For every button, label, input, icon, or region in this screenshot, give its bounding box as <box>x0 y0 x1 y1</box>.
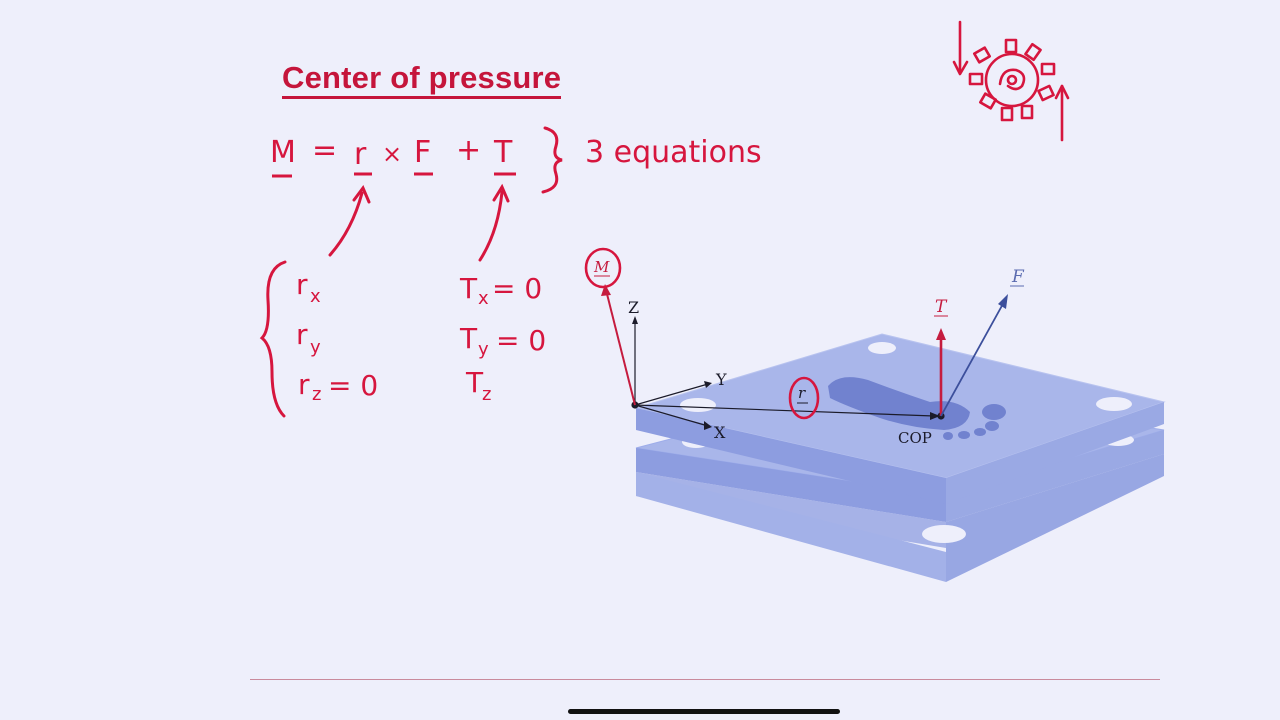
page-title: Center of pressure <box>282 60 562 99</box>
rx-label: r <box>296 268 308 301</box>
rx-sub: x <box>310 286 321 307</box>
eq-cross: × <box>382 140 402 168</box>
lower-plate-front <box>636 448 946 522</box>
moment-equation: M = r × F + T 3 equations <box>270 126 762 194</box>
t-components: T x = 0 T y = 0 T z <box>459 272 546 405</box>
rz-value: = 0 <box>328 369 378 402</box>
ry-sub: y <box>310 337 321 358</box>
axis-label-z: Z <box>628 298 639 317</box>
moment-label: M <box>593 258 610 276</box>
ry-label: r <box>296 318 308 351</box>
eq-r: r <box>354 137 367 172</box>
axis-label-y: Y <box>715 370 727 389</box>
sun-doodle-icon <box>952 20 1070 142</box>
eq-equals: = <box>312 133 337 168</box>
eq-T: T <box>493 135 513 170</box>
ty-sub: y <box>478 339 489 360</box>
component-arrows <box>328 183 510 262</box>
tz-label: T <box>465 366 484 399</box>
rz-label: r <box>298 368 310 401</box>
tx-sub: x <box>478 288 489 309</box>
rz-sub: z <box>312 384 321 405</box>
moment-vector <box>605 289 636 406</box>
position-label: r <box>798 384 806 402</box>
eq-plus: + <box>456 133 481 168</box>
eq-M: M <box>270 135 296 170</box>
ty-value: = 0 <box>496 324 546 357</box>
components-brace <box>259 260 287 418</box>
arrow-to-r <box>328 191 364 257</box>
cop-label: COP <box>898 429 932 447</box>
eq-note: 3 equations <box>585 135 762 170</box>
ty-label: T <box>459 322 478 355</box>
force-label: F <box>1011 267 1025 287</box>
eq-brace <box>541 126 563 194</box>
tz-sub: z <box>482 384 491 405</box>
axis-label-x: X <box>714 423 726 442</box>
torque-label: T <box>935 297 948 317</box>
force-vector <box>940 301 1005 417</box>
eq-F: F <box>414 135 431 170</box>
bottom-divider <box>250 679 1160 680</box>
force-plate-diagram: Z Y X COP M T F r <box>584 247 1166 582</box>
upper-plate-side <box>946 402 1164 504</box>
r-components: r x r y r z = 0 <box>296 268 378 405</box>
arrow-to-T-head <box>492 183 510 203</box>
home-indicator[interactable] <box>568 709 840 714</box>
moment-circle-annotation <box>584 247 622 289</box>
position-circle-annotation <box>788 376 820 420</box>
tx-label: T <box>459 272 478 305</box>
arrow-to-r-head <box>352 185 371 204</box>
lower-plate-side <box>946 430 1164 522</box>
tx-value: = 0 <box>492 272 542 305</box>
upper-plate-front <box>636 408 946 504</box>
arrow-to-T <box>478 190 504 262</box>
